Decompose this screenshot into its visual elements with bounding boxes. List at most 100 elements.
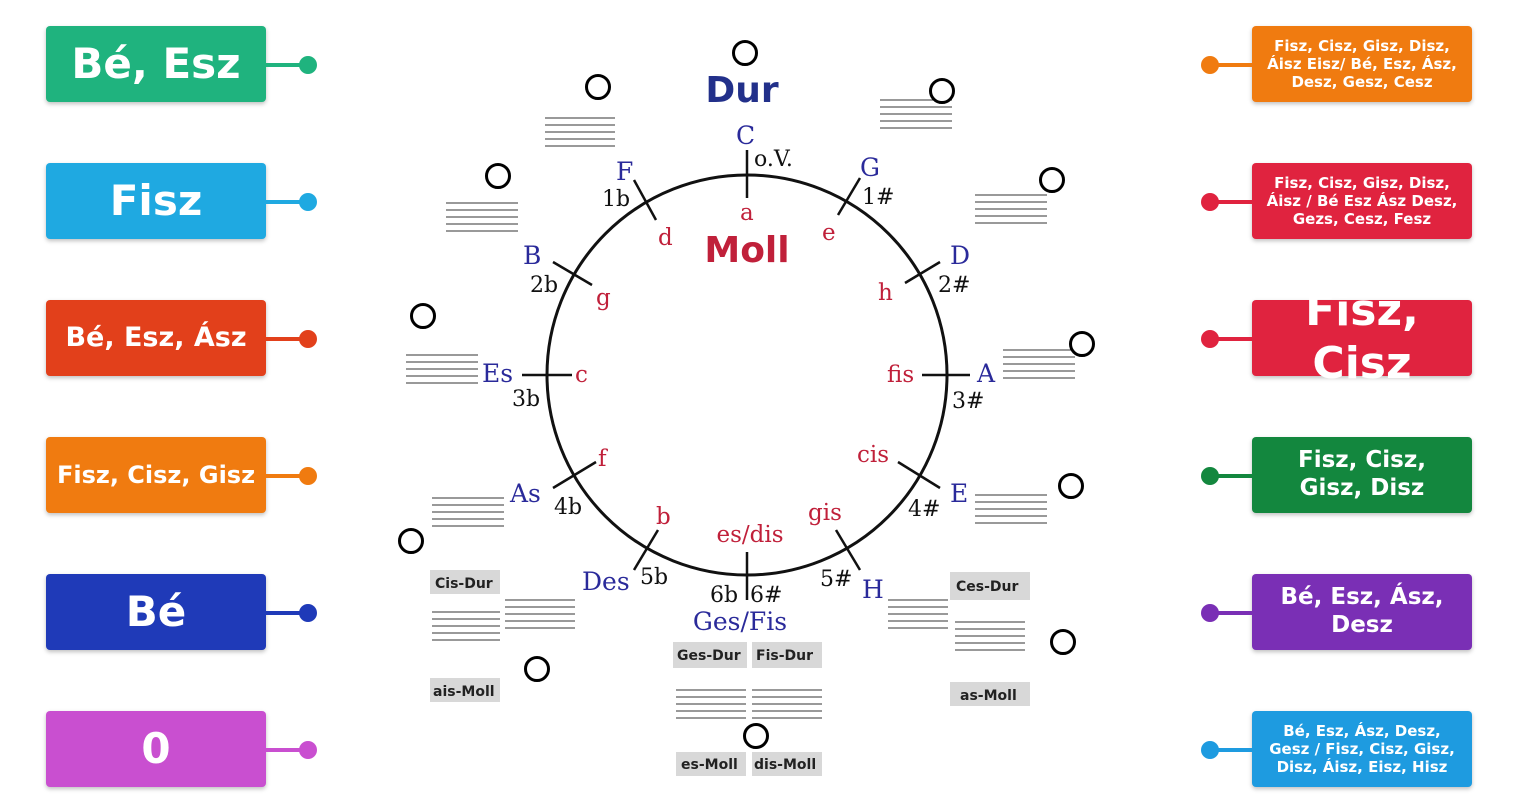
connector-dot[interactable] — [299, 330, 317, 348]
card-label: Fisz, Cisz, Gisz — [56, 460, 256, 489]
drop-target-ges-fis[interactable] — [743, 723, 769, 749]
card-label: Bé, Esz — [71, 38, 241, 88]
drop-target-c[interactable] — [732, 40, 758, 66]
drop-target-as[interactable] — [398, 528, 424, 554]
connector-line — [1210, 337, 1252, 341]
box-es-moll: es-Moll — [681, 757, 738, 773]
answer-card-right[interactable]: Fisz, Cisz, Gisz, Disz, Áisz Eisz/ Bé, E… — [1252, 26, 1472, 102]
moll-title: Moll — [704, 230, 789, 271]
answer-card-right[interactable]: Bé, Esz, Ász, Desz, Gesz / Fisz, Cisz, G… — [1252, 711, 1472, 787]
answer-card-right[interactable]: Bé, Esz, Ász, Desz — [1252, 574, 1472, 650]
answer-card-left[interactable]: Bé — [46, 574, 266, 650]
connector-dot[interactable] — [1201, 467, 1219, 485]
answer-card-left[interactable]: Fisz — [46, 163, 266, 239]
major-a: A — [976, 359, 996, 388]
major-f: F — [616, 157, 633, 186]
sig-2sharp: 2# — [938, 273, 970, 298]
minor-gis: gis — [808, 500, 842, 526]
box-ces-dur: Ces-Dur — [956, 579, 1019, 595]
minor-es-dis: es/dis — [716, 522, 783, 548]
answer-card-left[interactable]: Fisz, Cisz, Gisz — [46, 437, 266, 513]
connector-line — [266, 748, 308, 752]
answer-card-right[interactable]: Fisz, Cisz — [1252, 285, 1472, 389]
card-label: Fisz, Cisz, Gisz, Disz — [1298, 447, 1426, 501]
connector-dot[interactable] — [1201, 741, 1219, 759]
card-label: Bé, Esz, Ász — [65, 321, 247, 353]
drop-target-d[interactable] — [1039, 167, 1065, 193]
sig-ov: o.V. — [754, 147, 793, 172]
box-fis-dur: Fis-Dur — [756, 648, 813, 664]
drop-target-e[interactable] — [1058, 473, 1084, 499]
sig-6flat: 6b — [710, 583, 738, 608]
box-ges-dur: Ges-Dur — [677, 648, 741, 664]
connector-dot[interactable] — [299, 604, 317, 622]
card-label: Bé, Esz, Ász, Desz, Gesz / Fisz, Cisz, G… — [1269, 722, 1455, 776]
connector-line — [1210, 63, 1252, 67]
connector-line — [266, 474, 308, 478]
major-b: B — [523, 241, 541, 270]
connector-line — [1210, 200, 1252, 204]
major-e: E — [950, 479, 968, 508]
major-h: H — [862, 575, 884, 604]
connector-dot[interactable] — [299, 741, 317, 759]
drop-target-es[interactable] — [410, 303, 436, 329]
answer-card-left[interactable]: Bé, Esz — [46, 26, 266, 102]
sig-5sharp: 5# — [820, 567, 852, 592]
major-es: Es — [482, 359, 513, 388]
sig-3sharp: 3# — [952, 389, 984, 414]
answer-card-right[interactable]: Fisz, Cisz, Gisz, Disz, Áisz / Bé Esz Ás… — [1252, 163, 1472, 239]
major-ges-fis: Ges/Fis — [693, 607, 787, 636]
sig-3flat: 3b — [512, 387, 540, 412]
box-as-moll: as-Moll — [960, 688, 1017, 704]
drop-target-g[interactable] — [929, 78, 955, 104]
connector-line — [266, 200, 308, 204]
card-label: Fisz, Cisz, Gisz, Disz, Áisz / Bé Esz Ás… — [1266, 174, 1458, 228]
minor-f: f — [598, 446, 608, 472]
major-g: G — [860, 153, 880, 182]
minor-g: g — [596, 285, 611, 311]
sig-1flat: 1b — [602, 187, 630, 212]
connector-dot[interactable] — [1201, 56, 1219, 74]
box-ais-moll: ais-Moll — [433, 684, 495, 700]
card-label: Fisz — [109, 175, 203, 225]
answer-card-left[interactable]: Bé, Esz, Ász — [46, 300, 266, 376]
drop-target-h[interactable] — [1050, 629, 1076, 655]
answer-card-right[interactable]: Fisz, Cisz, Gisz, Disz — [1252, 437, 1472, 513]
sig-4sharp: 4# — [908, 497, 940, 522]
minor-h: h — [878, 280, 893, 306]
label-boxes: Cis-Dur ais-Moll Ces-Dur as-Moll Ges-Dur… — [430, 570, 1030, 776]
drop-target-b[interactable] — [485, 163, 511, 189]
minor-b: b — [656, 504, 671, 530]
connector-dot[interactable] — [299, 467, 317, 485]
minor-e: e — [822, 220, 836, 246]
sig-5flat: 5b — [640, 565, 668, 590]
minor-fis: fis — [887, 362, 914, 388]
answer-card-left[interactable]: 0 — [46, 711, 266, 787]
minor-cis: cis — [857, 442, 889, 468]
connector-dot[interactable] — [1201, 330, 1219, 348]
connector-dot[interactable] — [299, 56, 317, 74]
connector-line — [1210, 474, 1252, 478]
major-c: C — [736, 121, 755, 150]
card-label: Fisz, Cisz, Gisz, Disz, Áisz Eisz/ Bé, E… — [1267, 37, 1457, 91]
card-label: Bé, Esz, Ász, Desz — [1280, 584, 1444, 638]
sig-2flat: 2b — [530, 273, 558, 298]
drop-target-f[interactable] — [585, 74, 611, 100]
connector-line — [266, 63, 308, 67]
box-cis-dur: Cis-Dur — [435, 576, 493, 592]
minor-a: a — [740, 200, 754, 226]
card-label: Fisz, Cisz — [1305, 285, 1419, 389]
sig-4flat: 4b — [554, 495, 582, 520]
connector-line — [266, 611, 308, 615]
connector-line — [266, 337, 308, 341]
connector-dot[interactable] — [299, 193, 317, 211]
major-as: As — [509, 479, 541, 508]
connector-line — [1210, 611, 1252, 615]
box-dis-moll: dis-Moll — [754, 757, 816, 773]
connector-dot[interactable] — [1201, 193, 1219, 211]
major-d: D — [950, 241, 970, 270]
drop-target-des[interactable] — [524, 656, 550, 682]
connector-dot[interactable] — [1201, 604, 1219, 622]
drop-target-a[interactable] — [1069, 331, 1095, 357]
